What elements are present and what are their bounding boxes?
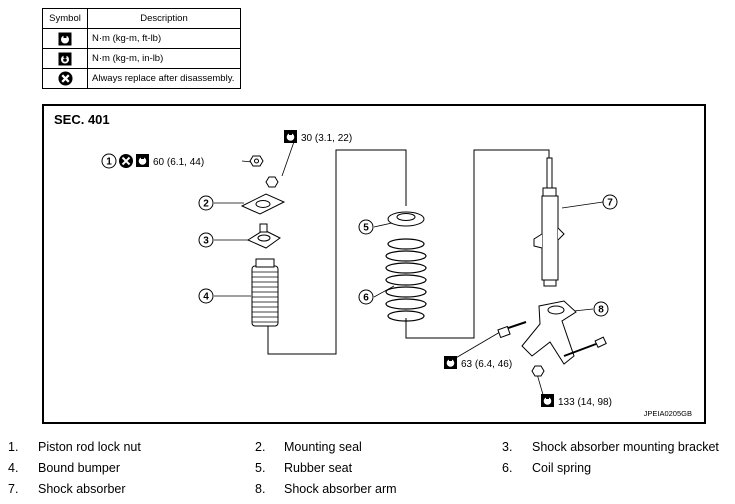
- torque-wrench-icon: [284, 130, 297, 143]
- parts-list-item: 6.Coil spring: [502, 461, 592, 475]
- arm-nut-part: [531, 365, 545, 377]
- legend-header-row: Symbol Description: [42, 8, 241, 29]
- parts-list-item: 2.Mounting seal: [255, 440, 362, 454]
- torque-wrench-icon: [136, 154, 149, 167]
- callout-number: 4: [203, 292, 209, 303]
- rubber-seat-part: [387, 211, 425, 227]
- legend-row: N·m (kg-m, ft-lb): [42, 28, 241, 49]
- legend-description: Always replace after disassembly.: [87, 68, 241, 89]
- callout-circles: [101, 153, 618, 317]
- lock-nut-part: [249, 155, 264, 167]
- shock-absorber-part: [533, 157, 565, 287]
- callout-number: 7: [607, 198, 613, 209]
- parts-list-item: 7.Shock absorber: [8, 482, 126, 496]
- parts-list-item: 1.Piston rod lock nut: [8, 440, 141, 454]
- parts-list-item: 8.Shock absorber arm: [255, 482, 397, 496]
- callout-number: 1: [106, 157, 112, 168]
- reference-code: JPEIA0205GB: [643, 409, 692, 418]
- legend-header-description: Description: [87, 8, 241, 29]
- arm-bolt-part: [497, 321, 607, 357]
- always-replace-icon: [119, 154, 133, 168]
- section-label: SEC. 401: [54, 112, 110, 127]
- torque-arm-bolt: 63 (6.4, 46): [461, 359, 512, 370]
- callout-number: 3: [203, 236, 209, 247]
- mounting-seal-part: [240, 193, 286, 215]
- symbol-legend-table: Symbol Description N·m (kg-m, ft-lb) N·m…: [42, 8, 241, 89]
- torque-wrench-inlb-icon: [58, 52, 72, 65]
- legend-description: N·m (kg-m, in-lb): [87, 48, 241, 69]
- callout-number: 2: [203, 199, 209, 210]
- torque-lock-nut: 60 (6.1, 44): [153, 157, 204, 168]
- torque-wrench-icon: [541, 394, 554, 407]
- shock-absorber-arm-part: [521, 300, 577, 365]
- legend-row: N·m (kg-m, in-lb): [42, 48, 241, 69]
- legend-description: N·m (kg-m, ft-lb): [87, 28, 241, 49]
- torque-wrench-ftlb-icon: [58, 32, 72, 45]
- bracket-nut-part: [265, 176, 279, 188]
- parts-list-item: 4.Bound bumper: [8, 461, 121, 475]
- legend-header-symbol: Symbol: [42, 8, 88, 29]
- coil-spring-part: [385, 238, 427, 322]
- callout-number: 8: [598, 305, 604, 316]
- parts-list-item: 5.Rubber seat: [255, 461, 353, 475]
- torque-wrench-icon: [444, 356, 457, 369]
- bound-bumper-part: [251, 258, 279, 327]
- diagram-drawing: 1 2 3 4 5 6 7 8 60 (6.1, 44) 30 (3.1, 22…: [101, 130, 618, 408]
- connection-lines: [267, 149, 550, 355]
- torque-bracket-nut: 30 (3.1, 22): [301, 133, 352, 144]
- legend-row: Always replace after disassembly.: [42, 68, 241, 89]
- callout-number: 6: [363, 293, 369, 304]
- always-replace-icon: [57, 71, 73, 86]
- callout-number: 5: [363, 223, 369, 234]
- torque-arm-nut: 133 (14, 98): [558, 397, 612, 408]
- exploded-view-diagram: SEC. 401 JPEIA0205GB: [42, 104, 706, 424]
- parts-list-item: 3.Shock absorber mounting bracket: [502, 440, 719, 454]
- mounting-bracket-part: [246, 223, 281, 249]
